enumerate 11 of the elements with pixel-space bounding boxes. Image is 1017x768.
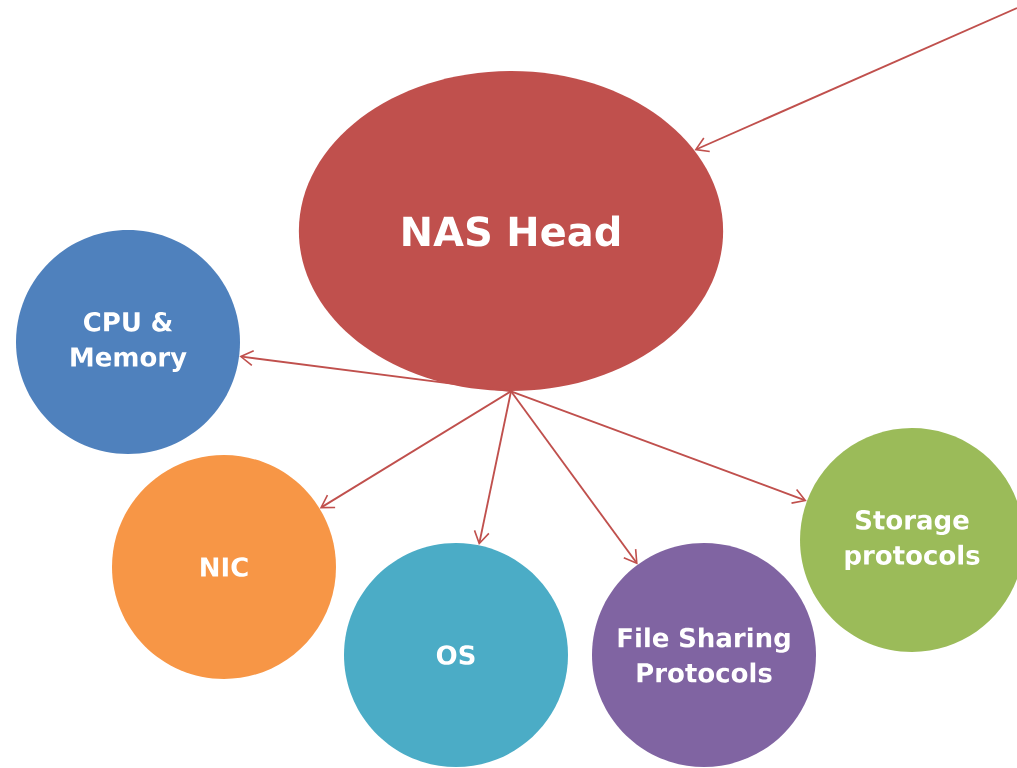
- arrow: [510, 390, 807, 504]
- circle-node: OS: [344, 543, 568, 767]
- arrow: [473, 390, 512, 546]
- circle-node: NIC: [112, 455, 336, 679]
- arrow: [694, 7, 1017, 153]
- arrow: [319, 390, 512, 509]
- arrow: [510, 390, 638, 565]
- circle-node: CPU & Memory: [16, 230, 240, 454]
- circle-node: File Sharing Protocols: [592, 543, 816, 767]
- ellipse-node: NAS Head: [298, 71, 724, 391]
- arrow: [239, 349, 512, 393]
